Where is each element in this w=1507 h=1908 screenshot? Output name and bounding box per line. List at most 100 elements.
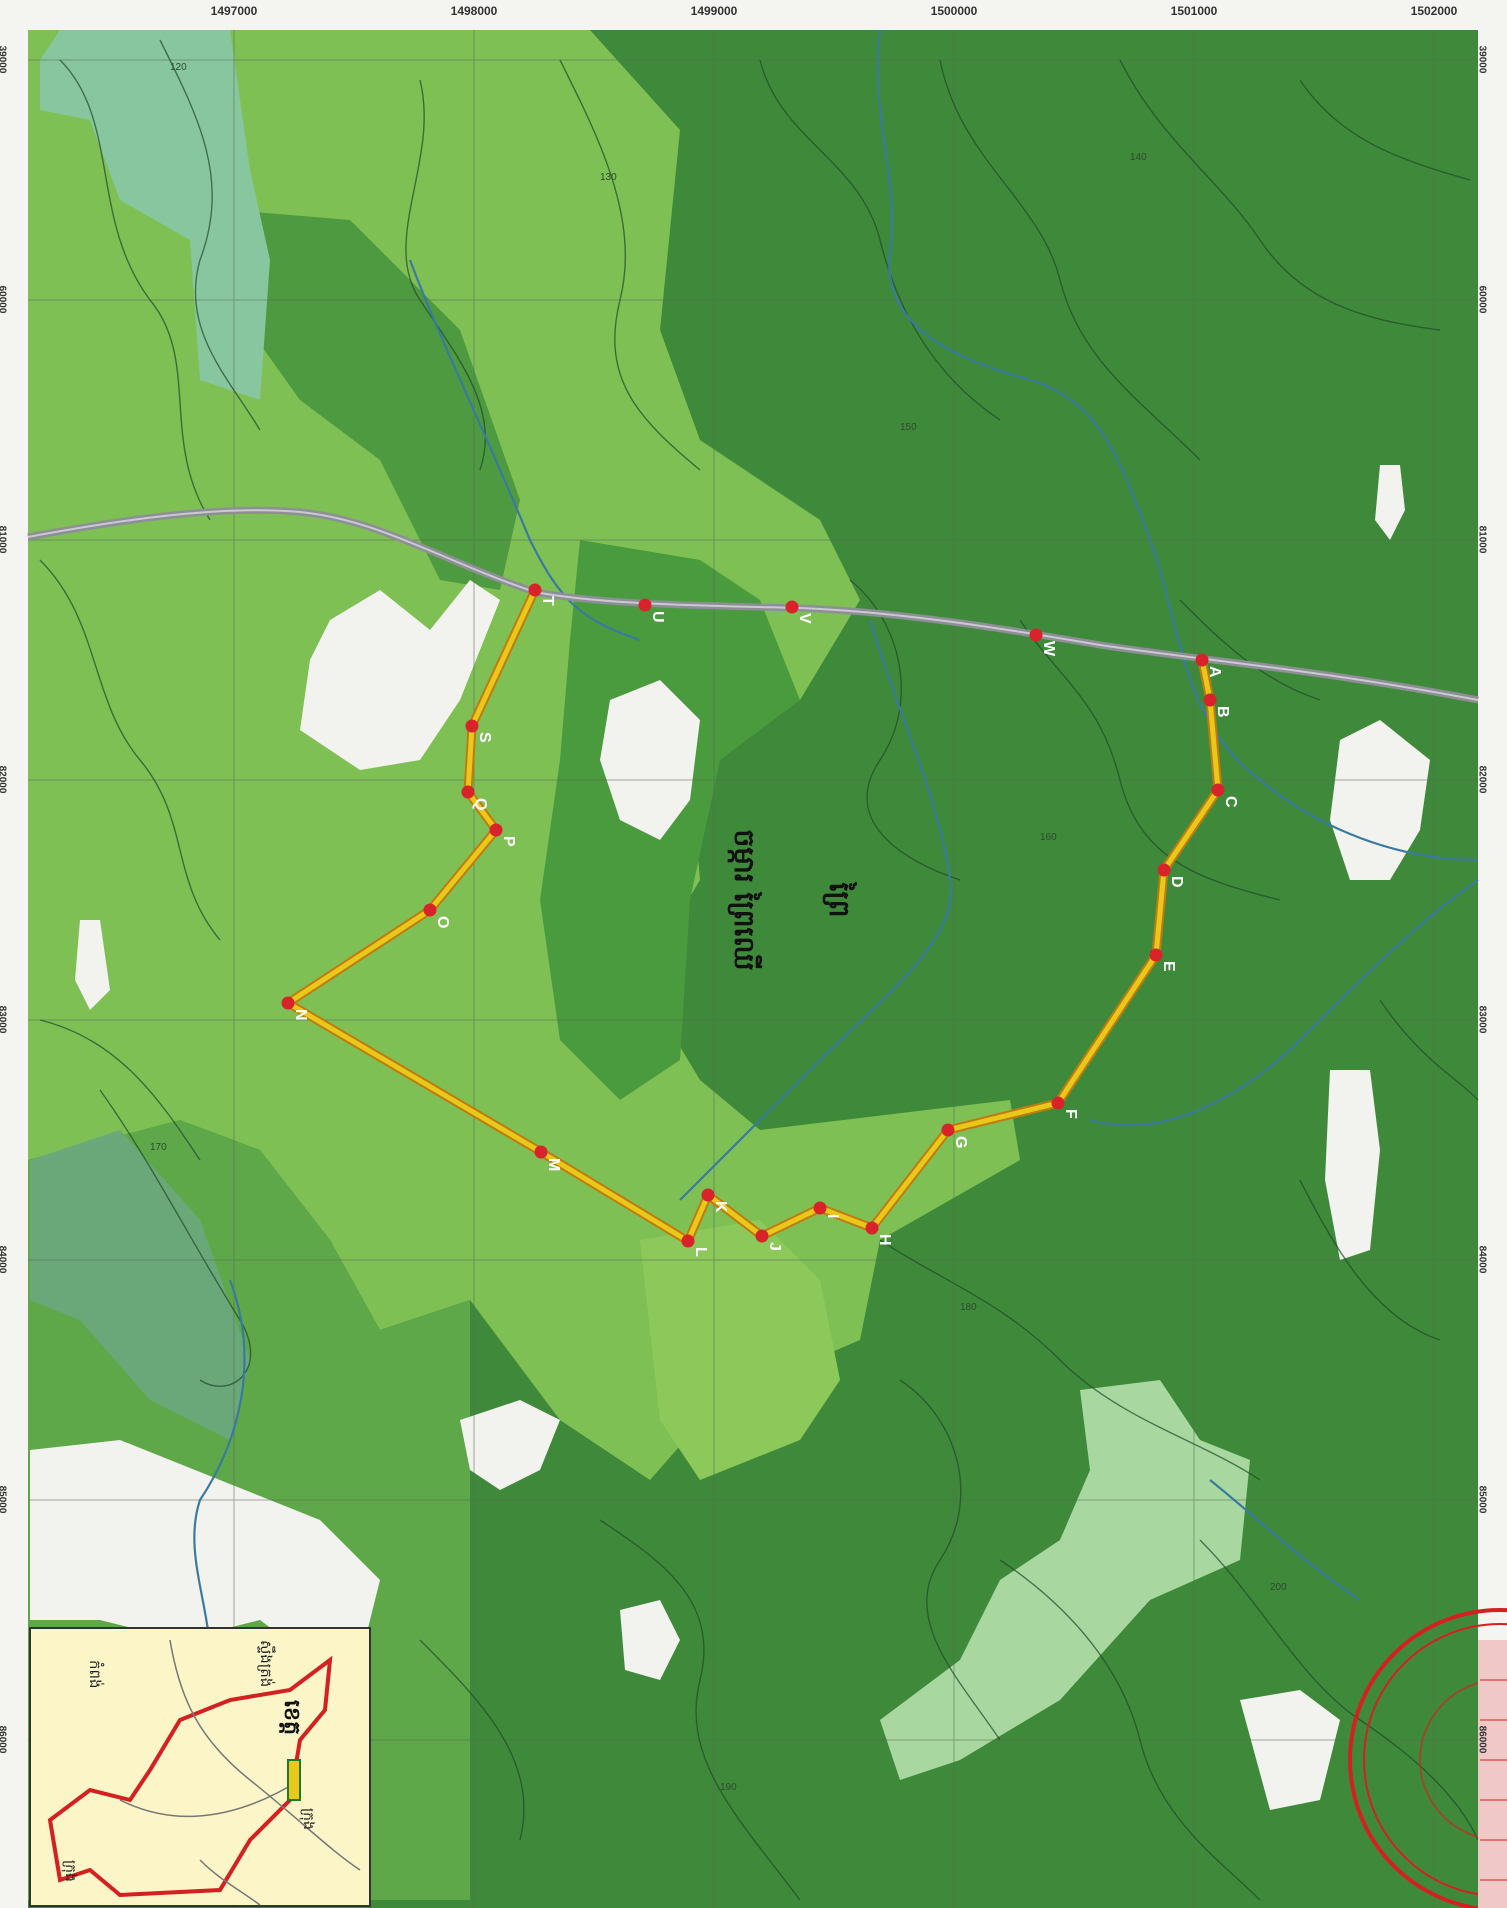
route-point-k [701, 1188, 715, 1202]
route-point-label-j: J [766, 1242, 783, 1251]
inset-title: ខេត្ត [279, 1700, 304, 1735]
grid-tick-label: 1501000 [1170, 4, 1218, 18]
route-point-label-i: I [824, 1214, 841, 1218]
clearing-6 [460, 1400, 560, 1490]
route-point-label-k: K [712, 1201, 729, 1213]
light-forest-south-lobe [640, 1220, 840, 1480]
clearing-8 [1375, 465, 1405, 540]
route-point-g [941, 1123, 955, 1137]
route-point-o [423, 903, 437, 917]
clearing-4 [1325, 1070, 1380, 1260]
grid-tick-label: 1498000 [450, 4, 498, 18]
contour-label: 190 [720, 1782, 737, 1793]
contour-label: 150 [900, 422, 917, 433]
pale-patch-southeast [880, 1380, 1250, 1780]
contour-label: 180 [960, 1302, 977, 1313]
area-name: ព្រៃ [822, 882, 858, 918]
contour-label: 130 [600, 172, 617, 183]
streams [193, 29, 1479, 1701]
grid-tick-label-left: 60000 [0, 285, 8, 314]
inset-label-bottom: ក្រុង [62, 1860, 78, 1882]
dark-forest-west-strip [230, 210, 520, 590]
route-point-c [1211, 783, 1225, 797]
inset-label-left: កំពង់ [86, 1660, 104, 1689]
route-point-j [755, 1229, 769, 1243]
clearing-5 [75, 920, 110, 1010]
grid-tick-label: 1502000 [1410, 4, 1458, 18]
route-point-label-p: P [500, 836, 517, 847]
main-road-center-line [27, 509, 1479, 701]
grid-tick-label-left: 84000 [0, 1245, 8, 1274]
grid-tick-label-right: 60000 [1476, 285, 1488, 314]
route-point-label-f: F [1062, 1109, 1079, 1119]
route-point-v [785, 600, 799, 614]
stream-west [408, 259, 641, 642]
area-name-line2: ចម្ការ ព្រៃឈើ [727, 829, 763, 970]
grid-tick-label-left: 86000 [0, 1725, 8, 1754]
inset-label-mid: ស្ទឹងត្រង់ [257, 1640, 275, 1688]
inset-locator-map [29, 1627, 371, 1907]
inset-boundaries [119, 1639, 361, 1906]
light-forest-west [28, 30, 1020, 1480]
route-point-label-m: M [545, 1158, 562, 1171]
grid-tick-label-right: 81000 [1476, 525, 1488, 554]
grid-tick-label-left: 83000 [0, 1005, 8, 1034]
route-point-f [1051, 1096, 1065, 1110]
route-point-q [461, 785, 475, 799]
grid-tick-label-right: 82000 [1476, 765, 1488, 794]
route-point-label-h: H [876, 1234, 893, 1246]
stream-north [876, 29, 1479, 862]
clearing-9 [1240, 1690, 1340, 1810]
grid-tick-label: 1497000 [210, 4, 258, 18]
route-point-d [1157, 863, 1171, 877]
stamp-strip [1478, 1640, 1507, 1908]
clearing-1 [300, 580, 500, 770]
route-point-t [528, 583, 542, 597]
route-point-n [281, 996, 295, 1010]
clearing-3 [1330, 720, 1430, 880]
route-point-label-c: C [1222, 796, 1239, 808]
southwest-ridge [30, 1130, 250, 1440]
inset-location-marker [287, 1759, 301, 1801]
route-point-label-s: S [476, 732, 493, 743]
route-point-label-g: G [952, 1136, 969, 1148]
grid-tick-label-right: 84000 [1476, 1245, 1488, 1274]
clearing-10 [620, 1600, 680, 1680]
route-point-a [1195, 653, 1209, 667]
route-point-u [638, 598, 652, 612]
clearing-7 [30, 1440, 380, 1660]
contour-label: 160 [1040, 832, 1057, 843]
grid-tick-label-right: 86000 [1476, 1725, 1488, 1754]
pale-patch-northwest [40, 30, 270, 400]
contour-label: 170 [150, 1142, 167, 1153]
route-point-label-n: N [292, 1009, 309, 1021]
route-point-label-a: A [1206, 666, 1223, 678]
route-point-i [813, 1201, 827, 1215]
route-point-label-w: W [1040, 641, 1057, 657]
route-point-p [489, 823, 503, 837]
contour-value-labels: 120 130 140 150 160 170 180 190 200 [150, 62, 1287, 1793]
route-point-h [865, 1221, 879, 1235]
route-point-s [465, 719, 479, 733]
route-point-label-l: L [692, 1247, 709, 1257]
grid-tick-label-left: 81000 [0, 525, 8, 554]
route-point-m [534, 1145, 548, 1159]
grid-tick-label-right: 83000 [1476, 1005, 1488, 1034]
grid-tick-label-left: 39000 [0, 45, 8, 74]
area-name-2: ចម្ការ ព្រៃឈើ [727, 829, 763, 970]
route-point-label-d: D [1168, 876, 1185, 888]
clearing-2 [600, 680, 700, 840]
grid-tick-label-right: 85000 [1476, 1485, 1488, 1514]
contour-lines [39, 39, 1479, 1901]
route-point-e [1149, 948, 1163, 962]
grid-tick-label: 1499000 [690, 4, 738, 18]
grid-tick-label-left: 85000 [0, 1485, 8, 1514]
route-point-label-q: Q [472, 798, 489, 810]
route-point-label-e: E [1160, 961, 1177, 972]
contour-label: 200 [1270, 1582, 1287, 1593]
stream-east [1089, 879, 1479, 1127]
route-point-label-b: B [1214, 706, 1231, 718]
